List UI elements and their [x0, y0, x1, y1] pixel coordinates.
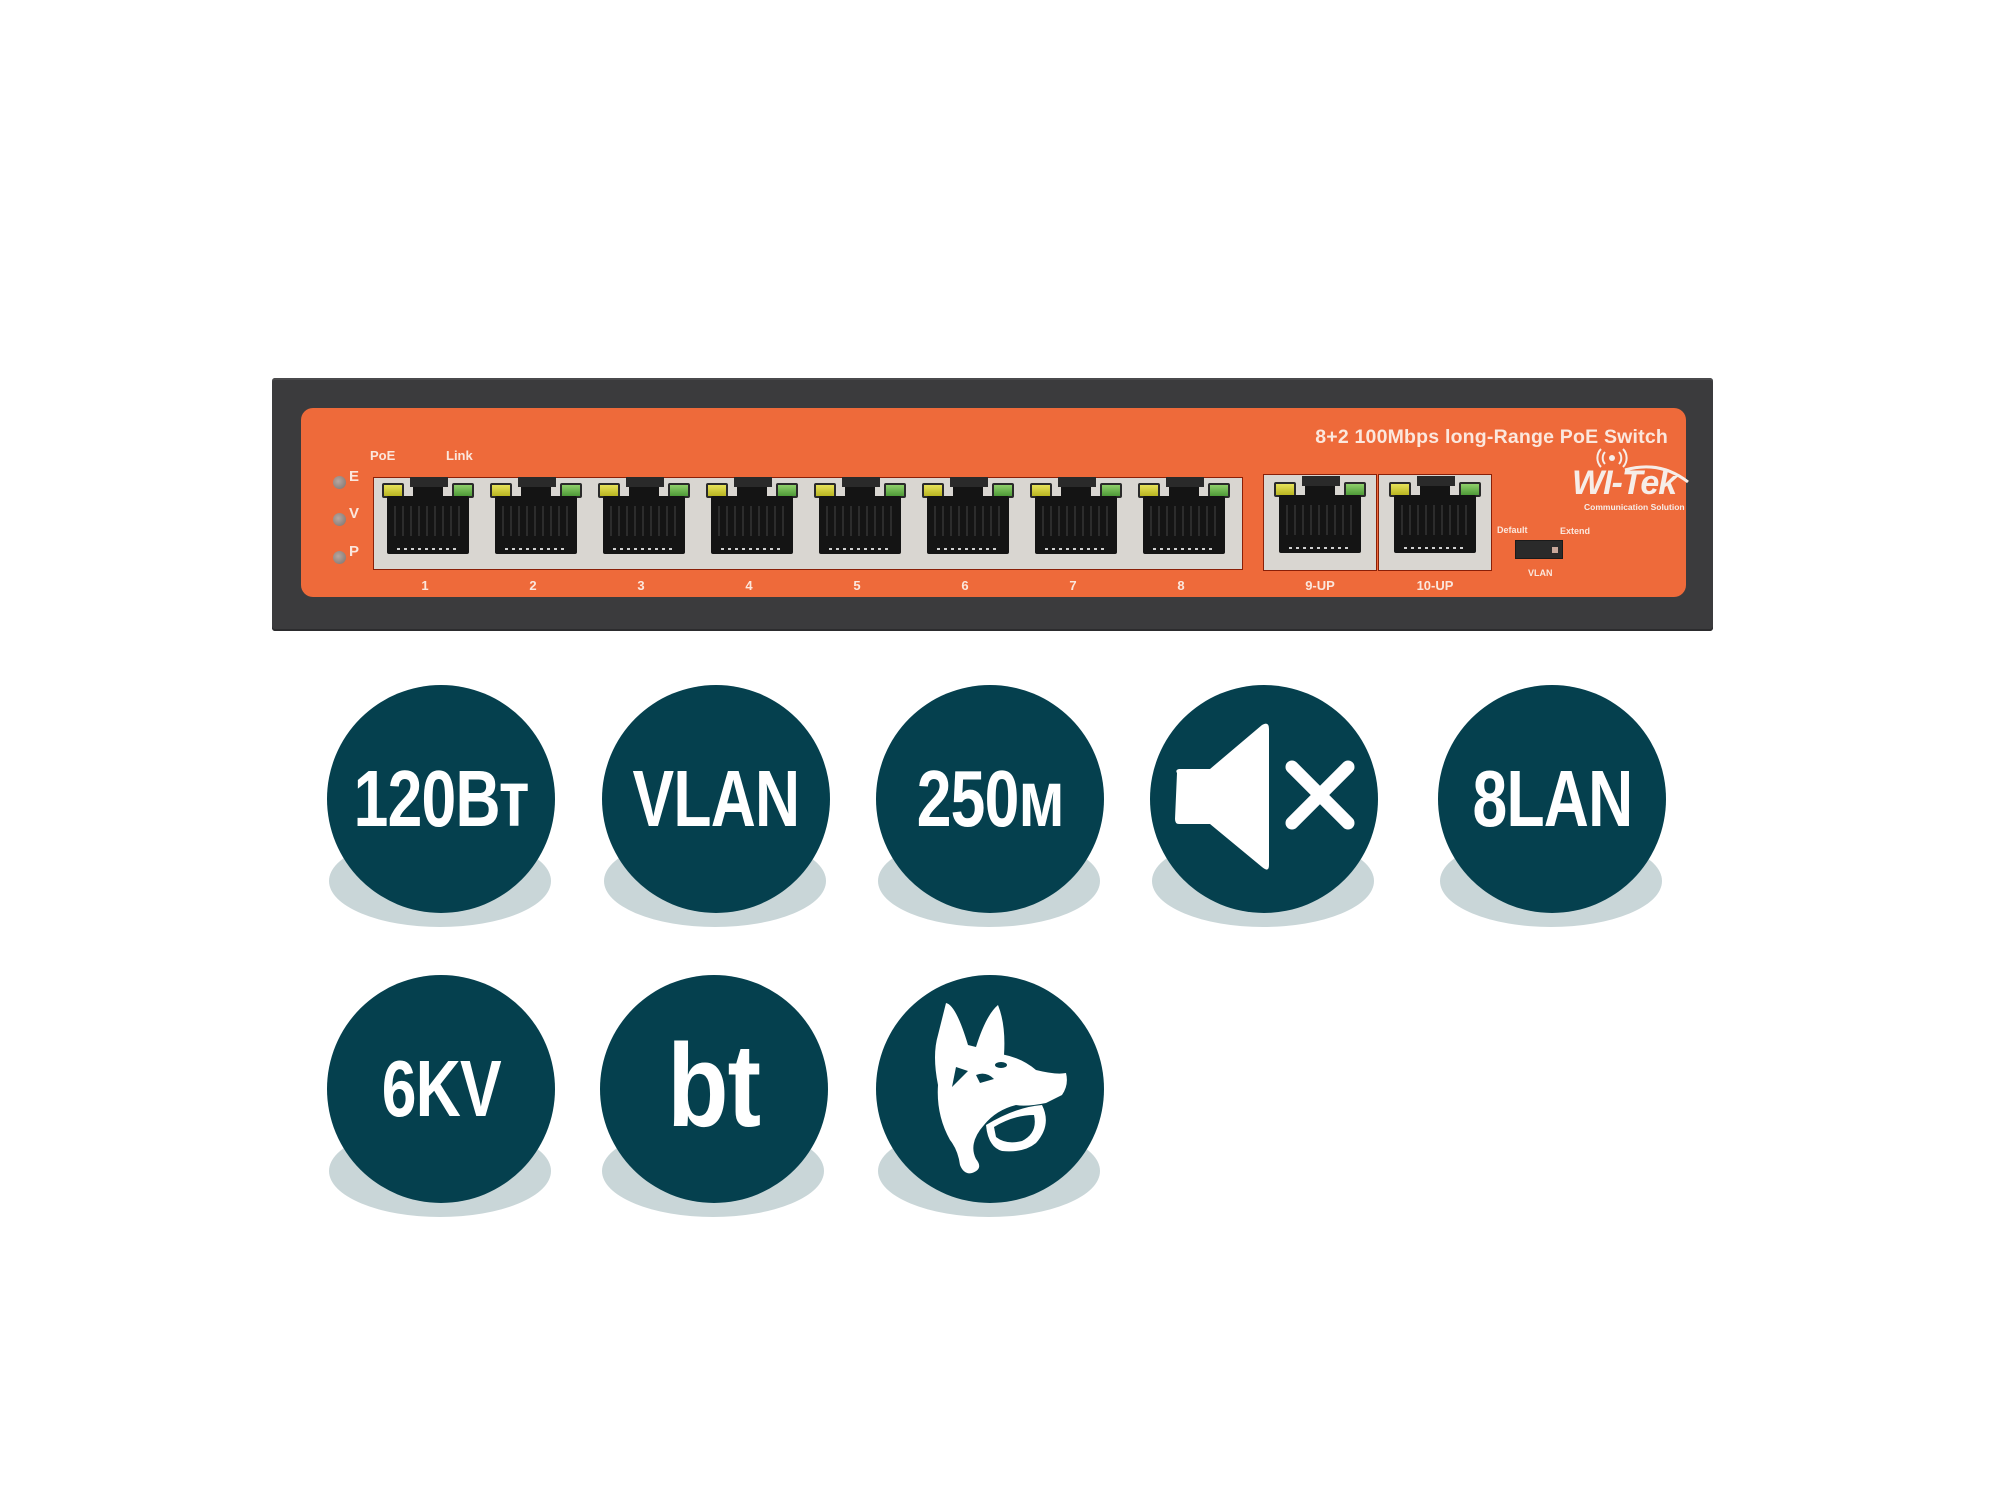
brand-tagline: Communication Solution [1584, 502, 1685, 512]
port-label-10-up: 10-UP [1416, 578, 1454, 593]
dip-label-default: Default [1497, 525, 1528, 535]
feature-badge-silent [1150, 685, 1378, 927]
port-label-7: 7 [1069, 578, 1077, 593]
port-label-2: 2 [529, 578, 537, 593]
dip-label-vlan: VLAN [1528, 568, 1553, 578]
feature-badge-poe-bt: bt [600, 975, 828, 1217]
badge-text: 6KV [381, 1044, 501, 1133]
port-label-9-up: 9-UP [1305, 578, 1335, 593]
status-led-v [333, 513, 346, 526]
status-label-v: V [349, 505, 360, 522]
badge-text: 250м [916, 754, 1064, 843]
ethernet-port-3[interactable] [592, 477, 696, 570]
port-label-1: 1 [421, 578, 429, 593]
wi-tek-logo: WI-Tek Communication Solution [1572, 448, 1692, 512]
ethernet-port-5[interactable] [808, 477, 912, 570]
uplink-port-10[interactable] [1378, 474, 1492, 571]
ethernet-port-7[interactable] [1024, 477, 1128, 570]
port-label-4: 4 [745, 578, 753, 593]
link-led-header: Link [446, 448, 473, 463]
feature-badge-watchdog [876, 975, 1104, 1217]
badge-text: 8LAN [1472, 754, 1633, 843]
status-led-e [333, 476, 346, 489]
poe-port-group [373, 477, 1243, 570]
port-label-6: 6 [961, 578, 969, 593]
brand-name: WI-Tek [1572, 464, 1677, 502]
status-label-p: P [349, 543, 360, 560]
badge-text: 120Вт [353, 754, 529, 843]
poe-led-header: PoE [370, 448, 396, 463]
feature-badge-power: 120Вт [327, 685, 555, 927]
feature-badge-vlan: VLAN [602, 685, 830, 927]
product-title: 8+2 100Mbps long-Range PoE Switch [1315, 426, 1668, 448]
port-label-8: 8 [1177, 578, 1185, 593]
ethernet-port-1[interactable] [376, 477, 480, 570]
wireless-signal-icon [1596, 448, 1689, 484]
guard-dog-icon [935, 1003, 1067, 1174]
port-label-3: 3 [637, 578, 645, 593]
dip-knob [1552, 547, 1558, 553]
speaker-mute-icon [1175, 723, 1355, 870]
ethernet-port-2[interactable] [484, 477, 588, 570]
feature-badge-lan: 8LAN [1438, 685, 1666, 927]
ethernet-port-6[interactable] [916, 477, 1020, 570]
port-label-5: 5 [853, 578, 861, 593]
badge-text: bt [667, 1020, 762, 1152]
ethernet-port-8[interactable] [1132, 477, 1236, 570]
status-label-e: E [349, 468, 360, 485]
poe-switch-device: 8+2 100Mbps long-Range PoE Switch E V P … [272, 378, 1713, 631]
feature-badge-distance: 250м [876, 685, 1104, 927]
dip-label-extend: Extend [1560, 526, 1591, 536]
ethernet-port-4[interactable] [700, 477, 804, 570]
badge-text: VLAN [632, 754, 801, 843]
feature-badge-surge: 6KV [327, 975, 555, 1217]
front-panel: 8+2 100Mbps long-Range PoE Switch E V P … [301, 408, 1689, 597]
uplink-port-9[interactable] [1263, 474, 1377, 571]
vlan-dip-switch[interactable] [1515, 540, 1563, 559]
status-led-p [333, 551, 346, 564]
